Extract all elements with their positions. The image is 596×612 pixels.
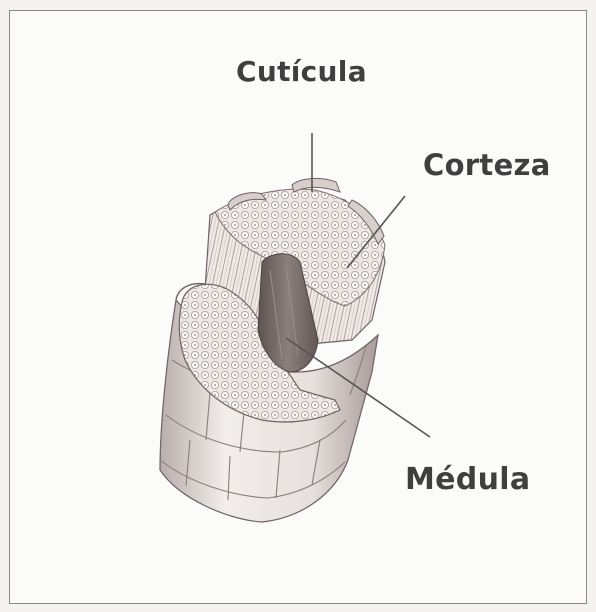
cortex-label: Corteza [423, 148, 551, 182]
cuticle-label: Cutícula [236, 55, 367, 88]
medulla-label: Médula [405, 462, 530, 497]
